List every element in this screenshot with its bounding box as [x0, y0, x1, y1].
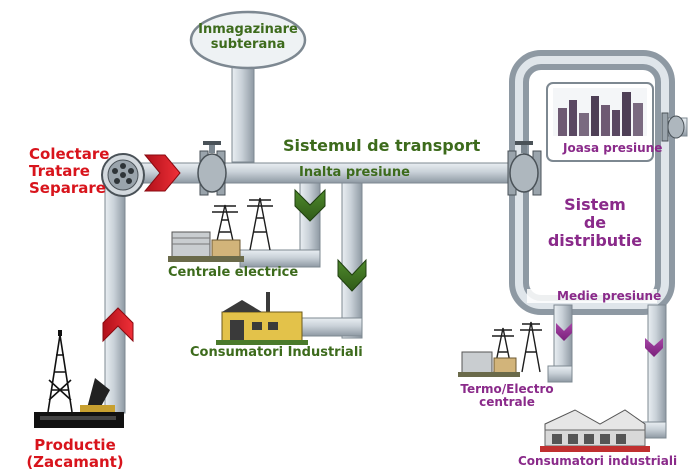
source-label-line1: Colectare	[29, 145, 110, 163]
source-label-line3: Separare	[29, 178, 106, 197]
production-pipe	[104, 184, 126, 414]
storage-pipe	[231, 61, 255, 163]
industrial-consumers-distribution-label: Consumatori industriali	[518, 454, 678, 468]
chp-plant-icon	[458, 321, 542, 377]
main-valve-icon	[197, 141, 227, 196]
transport-title: Sistemul de transport	[283, 136, 481, 155]
distribution-valve-icon	[507, 141, 542, 196]
low-pressure-label: Joasa presiune	[563, 141, 663, 155]
power-plant-icon	[168, 197, 273, 262]
storage-label: Inmagazinare subterana	[196, 22, 300, 52]
industrial-branch-vertical	[341, 182, 363, 339]
production-label: Productie (Zacamant)	[20, 437, 130, 471]
source-label: Colectare Tratare Separare	[29, 146, 109, 196]
source-label-line2: Tratare	[29, 161, 90, 180]
source-header-icon	[101, 153, 145, 197]
distribution-label-line2: de	[583, 212, 607, 232]
industrial-drop-pipe	[647, 304, 667, 438]
red-arrow-icon	[102, 307, 134, 343]
chp-label-line1: Termo/Electro	[460, 382, 554, 396]
distribution-label-line1: Sistem	[564, 195, 626, 214]
medium-pressure-label: Medie presiune	[557, 289, 662, 303]
industrial-warehouse-icon	[540, 409, 650, 452]
production-label-line2: (Zacamant)	[26, 452, 124, 471]
oil-rig-icon	[34, 330, 124, 428]
storage-label-line1: Inmagazinare	[198, 22, 298, 37]
distribution-label: Sistem de distributie	[540, 196, 650, 250]
chp-connect-pipe	[547, 365, 573, 383]
city-skyline-icon	[546, 82, 654, 162]
storage-label-line2: subterana	[210, 36, 286, 52]
high-pressure-label: Inalta presiune	[299, 165, 410, 180]
red-arrow-icon	[143, 154, 181, 192]
green-arrow-icon	[337, 258, 367, 292]
purple-arrow-icon	[556, 323, 572, 341]
right-valve-icon	[661, 112, 685, 142]
green-arrow-icon	[294, 188, 326, 222]
distribution-label-line3: distributie	[547, 230, 643, 250]
factory-icon	[216, 292, 308, 345]
power-plants-label: Centrale electrice	[168, 265, 299, 280]
storage-cloud	[189, 10, 307, 70]
production-label-line1: Productie	[34, 436, 116, 454]
chp-label-line2: centrale	[479, 395, 535, 410]
industrial-consumers-label: Consumatori Industriali	[190, 345, 363, 360]
chp-label: Termo/Electro centrale	[452, 382, 562, 410]
purple-arrow-icon	[645, 338, 663, 357]
medium-pressure-bar	[527, 289, 657, 303]
